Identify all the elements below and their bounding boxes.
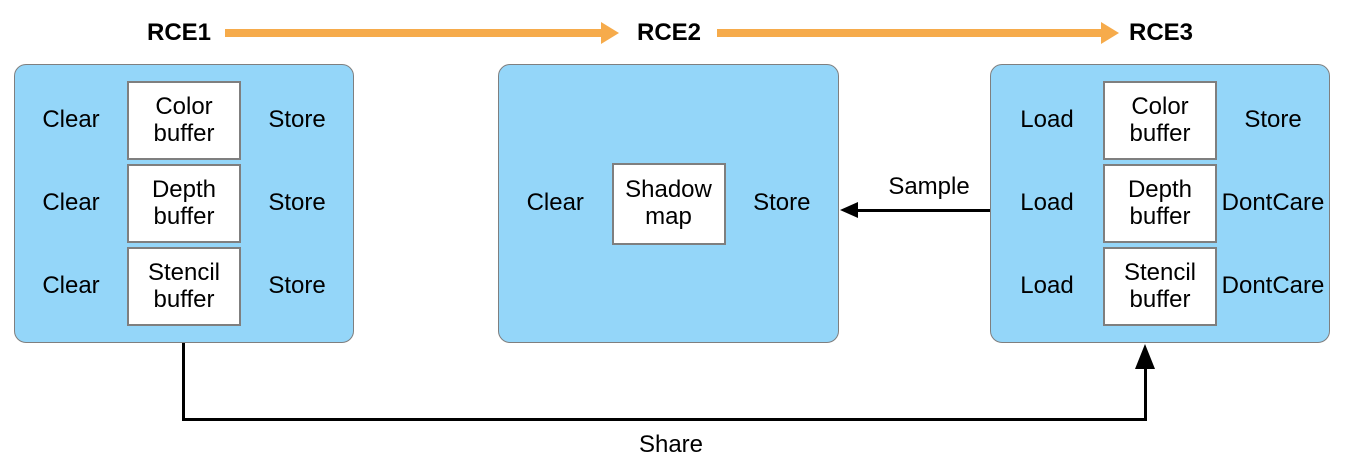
connector-segment-down — [182, 343, 185, 421]
attachment-row-depth: Clear Depth buffer Store — [15, 164, 353, 243]
encoder-panel-rce1: Clear Color buffer Store Clear Depth buf… — [14, 64, 354, 343]
load-action-label: Clear — [42, 106, 100, 134]
attachment-row-color: Load Color buffer Store — [991, 81, 1329, 160]
buffer-box: Color buffer — [1103, 81, 1217, 160]
load-action-label: Clear — [42, 189, 100, 217]
encoder-panel-rce2: Clear Shadow map Store — [498, 64, 839, 343]
connector-segment-across — [182, 418, 1147, 421]
store-action-label: DontCare — [1221, 189, 1325, 217]
store-action-label: Store — [753, 189, 811, 217]
arrow-left-icon — [840, 202, 858, 218]
attachment-row-color: Clear Color buffer Store — [15, 81, 353, 160]
store-action-label: Store — [268, 106, 326, 134]
load-action-label: Load — [1020, 189, 1074, 217]
buffer-box: Depth buffer — [1103, 164, 1217, 243]
buffer-box: Shadow map — [611, 162, 726, 245]
buffer-box: Stencil buffer — [1103, 247, 1217, 326]
arrow-shaft — [717, 29, 1101, 37]
encoder-title-rce1: RCE1 — [146, 19, 212, 46]
load-action-label: Load — [1020, 272, 1074, 300]
attachment-row-stencil: Load Stencil buffer DontCare — [991, 247, 1329, 326]
buffer-box: Depth buffer — [127, 164, 241, 243]
buffer-box: Stencil buffer — [127, 247, 241, 326]
arrow-shaft — [225, 29, 602, 37]
arrow-shaft — [857, 209, 990, 212]
store-action-label: Store — [268, 272, 326, 300]
sample-arrow-label: Sample — [888, 173, 970, 200]
buffer-box: Color buffer — [127, 81, 241, 160]
store-action-label: Store — [1244, 106, 1302, 134]
load-action-label: Clear — [42, 272, 100, 300]
attachment-row-stencil: Clear Stencil buffer Store — [15, 247, 353, 326]
arrow-right-icon — [601, 22, 619, 44]
encoder-title-rce3: RCE3 — [1128, 19, 1194, 46]
load-action-label: Clear — [526, 189, 584, 217]
store-action-label: Store — [268, 189, 326, 217]
load-action-label: Load — [1020, 106, 1074, 134]
encoder-panel-rce3: Load Color buffer Store Load Depth buffe… — [990, 64, 1330, 343]
arrow-right-icon — [1101, 22, 1119, 44]
arrow-up-icon — [1135, 344, 1155, 369]
encoder-title-rce2: RCE2 — [636, 19, 702, 46]
store-action-label: DontCare — [1221, 272, 1325, 300]
attachment-row-shadow-map: Clear Shadow map Store — [499, 162, 838, 245]
connector-segment-up — [1144, 367, 1147, 421]
attachment-row-depth: Load Depth buffer DontCare — [991, 164, 1329, 243]
share-connector-label: Share — [638, 431, 704, 458]
